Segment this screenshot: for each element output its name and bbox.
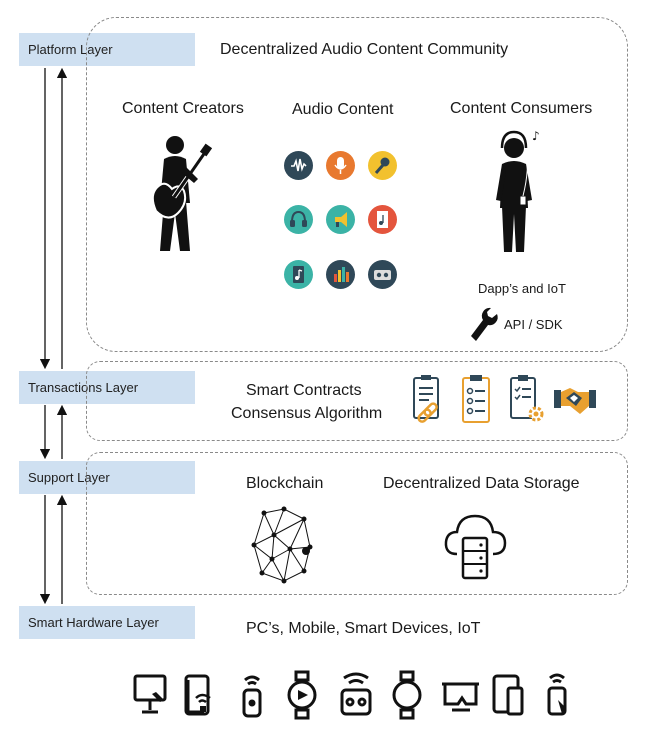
vr-glasses-icon	[442, 682, 479, 712]
guitarist-icon	[151, 136, 212, 251]
studio-microphone-icon	[326, 151, 355, 180]
api-sdk-label: API / SDK	[504, 317, 563, 332]
transactions-layer-label: Transactions Layer	[19, 371, 195, 404]
music-score-icon	[368, 205, 397, 234]
listener-icon: ♪	[496, 129, 540, 252]
mobile-tablet-icon	[492, 674, 524, 716]
support-panel	[86, 452, 628, 595]
platform-panel	[86, 17, 628, 352]
handheld-microphone-icon	[368, 151, 397, 180]
contract-list-icon	[462, 375, 490, 423]
smart-key-fob-icon	[547, 673, 567, 716]
contract-link-icon	[413, 375, 439, 423]
remote-key-icon	[242, 675, 262, 718]
cloud-storage-icon	[444, 514, 507, 580]
wrench-icon	[471, 307, 498, 341]
mobile-wifi-icon	[184, 674, 211, 716]
devices-row	[133, 670, 567, 720]
handshake-icon	[554, 388, 596, 414]
blockchain-label: Blockchain	[246, 475, 324, 492]
megaphone-icon	[326, 205, 355, 234]
consensus-algorithm-label: Consensus Algorithm	[231, 405, 383, 422]
hardware-devices-label: PC’s, Mobile, Smart Devices, IoT	[246, 620, 481, 637]
svg-text:♪: ♪	[532, 129, 540, 143]
smartwatch-round-icon	[287, 670, 317, 720]
headphones-icon	[284, 205, 313, 234]
platform-title: Decentralized Audio Content Community	[220, 41, 509, 58]
dapps-iot-label: Dapp’s and IoT	[478, 281, 566, 296]
content-consumers-heading: Content Consumers	[450, 100, 593, 117]
contract-settings-icon	[510, 375, 544, 422]
music-file-icon	[284, 260, 313, 289]
blockchain-network-icon	[251, 506, 313, 584]
decentralized-storage-label: Decentralized Data Storage	[383, 475, 580, 492]
smart-contracts-label: Smart Contracts	[246, 382, 362, 399]
smart-speaker-icon	[340, 672, 372, 716]
transactions-panel	[86, 361, 628, 441]
smartwatch-icon	[392, 670, 422, 720]
support-layer-label: Support Layer	[19, 461, 195, 494]
cassette-tape-icon	[368, 260, 397, 289]
smart-hardware-layer-label: Smart Hardware Layer	[19, 606, 195, 639]
desktop-touch-icon	[133, 674, 167, 714]
equalizer-icon	[326, 260, 355, 289]
audio-content-heading: Audio Content	[292, 101, 394, 118]
waveform-icon	[284, 151, 313, 180]
content-creators-heading: Content Creators	[122, 100, 244, 117]
